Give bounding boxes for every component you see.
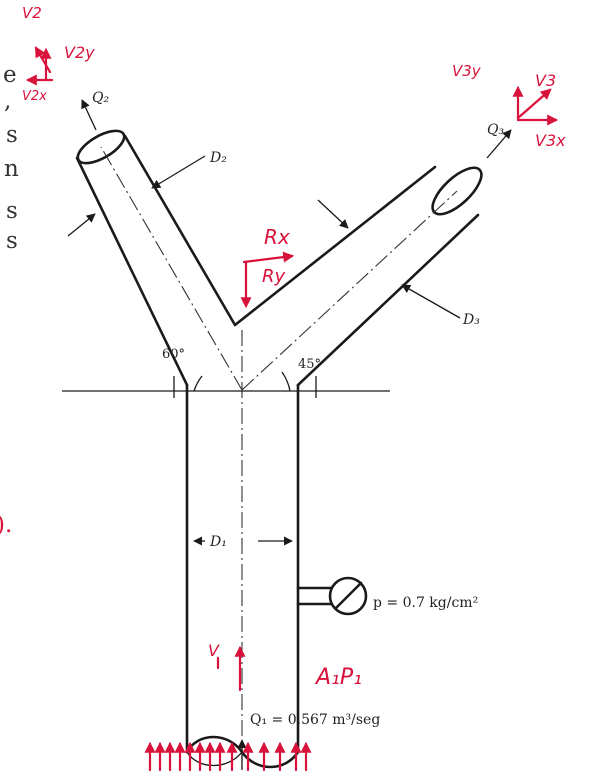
annotation-v2y: V2y: [64, 43, 95, 62]
label-q1: Q₁ = 0.567 m³/seg: [250, 712, 380, 728]
clipped-line: s: [6, 198, 18, 224]
gauge-stem: [296, 586, 333, 606]
pipe-d2-inner-wall: [123, 134, 237, 327]
centerline-d3: [241, 190, 458, 391]
label-q2: Q₂: [92, 90, 109, 106]
annotation-v3x: V3x: [535, 131, 566, 150]
gauge-dial: [328, 576, 368, 616]
pipe-d3-inner-wall: [233, 165, 437, 327]
flow-arrow-q3: [486, 129, 512, 159]
annotation-a1p1: A₁P₁: [314, 665, 362, 690]
annotation-ry: Ry: [262, 266, 286, 287]
arrow-v2: [34, 46, 52, 74]
pipe-d1-end-back: [186, 751, 243, 766]
label-angle-60: 60°: [162, 347, 185, 362]
arrow-rx: [242, 251, 295, 264]
label-angle-45: 45°: [298, 357, 321, 372]
clipped-line: n: [4, 156, 19, 182]
angle-arc-60: [193, 375, 203, 392]
clipped-line: e: [3, 62, 17, 88]
clipped-paren: ).: [0, 512, 12, 538]
annotation-v3: V3: [535, 71, 556, 90]
annotation-v1: V: [208, 641, 220, 660]
clipped-line: ,: [4, 88, 11, 114]
pressure-arrows: [144, 741, 312, 772]
d3-leader: [401, 284, 461, 319]
annotation-v3y: V3y: [452, 62, 482, 80]
annotation-v2x: V2x: [22, 89, 47, 104]
label-q3: Q₃: [487, 122, 504, 138]
clipped-line: s: [6, 228, 18, 254]
label-d3: D₃: [462, 312, 480, 328]
gauge-needle: [334, 581, 363, 610]
pipe-d3-outer-wall: [296, 213, 480, 387]
d3-leader-upper: [317, 199, 349, 229]
pipe-d2-outer-wall: [75, 156, 189, 387]
pressure-gauge: [296, 576, 368, 616]
flow-arrow-q2: [81, 99, 97, 131]
handwritten-annotations: V2 V2y V2x V3y V3 V3x Rx Ry V A₁P₁: [22, 4, 566, 772]
d2-leader-lower: [67, 213, 96, 237]
label-d2: D₂: [209, 150, 227, 166]
label-pressure: p = 0.7 kg/cm²: [373, 595, 478, 611]
clipped-line: s: [6, 122, 18, 148]
arrow-v3: [516, 88, 552, 120]
centerlines: [62, 146, 458, 768]
angle-arc-45: [281, 371, 291, 392]
centerline-d2: [100, 146, 243, 391]
annotation-rx: Rx: [264, 225, 290, 249]
annotation-v2: V2: [22, 4, 42, 22]
d2-leader: [151, 155, 206, 189]
label-d1: D₁: [209, 534, 227, 550]
pipe-outline: [75, 129, 483, 769]
